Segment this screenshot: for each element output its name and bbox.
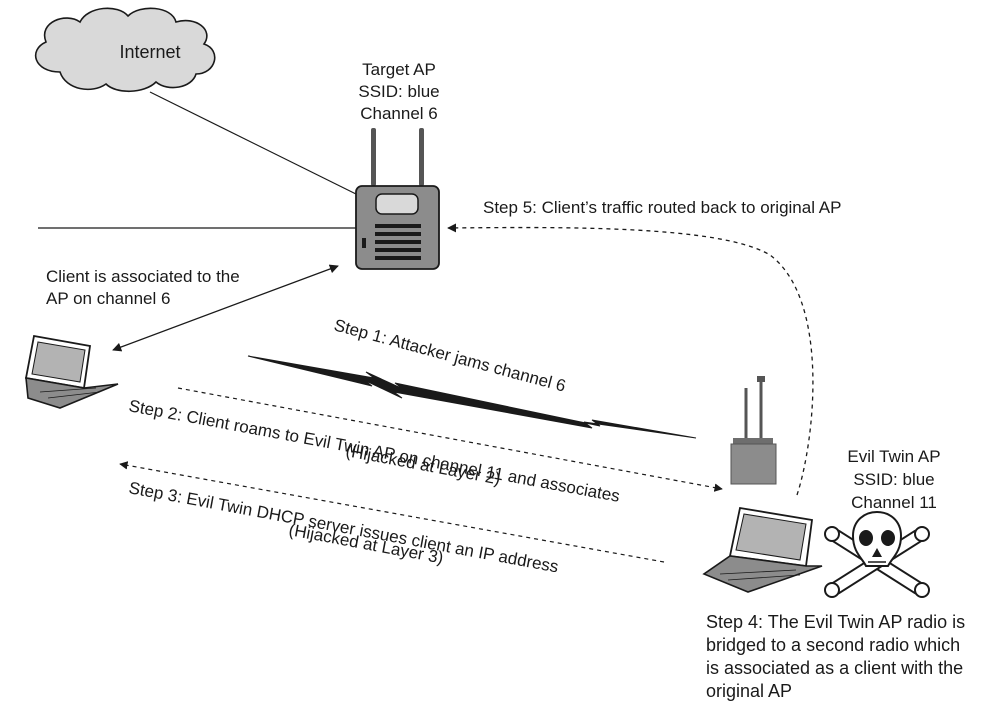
step4-line3: is associated as a client with the bbox=[706, 658, 963, 678]
step2-sublabel: (Hijacked at Layer 2) bbox=[344, 441, 502, 488]
internet-cloud: Internet bbox=[35, 7, 216, 93]
target-ap-name: Target AP bbox=[362, 60, 436, 79]
step4-line4: original AP bbox=[706, 681, 792, 701]
evil-ap-channel: Channel 11 bbox=[851, 493, 937, 512]
internet-link-line bbox=[149, 91, 361, 197]
evil-ap-name: Evil Twin AP bbox=[847, 447, 940, 466]
step5-label: Step 5: Client’s traffic routed back to … bbox=[483, 198, 841, 217]
attacker-laptop-icon bbox=[702, 506, 823, 593]
step4-line1: Step 4: The Evil Twin AP radio is bbox=[706, 612, 965, 632]
evil-ap-ssid: SSID: blue bbox=[853, 470, 934, 489]
step4-line2: bridged to a second radio which bbox=[706, 635, 960, 655]
client-assoc-line1: Client is associated to the bbox=[46, 267, 240, 286]
client-ap-association-arrow bbox=[112, 264, 339, 352]
jamming-bolt bbox=[247, 355, 697, 439]
client-assoc-line2: AP on channel 6 bbox=[46, 289, 170, 308]
target-ap-ssid: SSID: blue bbox=[358, 82, 439, 101]
skull-crossbones-icon bbox=[824, 511, 930, 598]
internet-label: Internet bbox=[119, 42, 180, 62]
evil-twin-ap-icon bbox=[730, 376, 777, 485]
target-ap-router-icon bbox=[355, 128, 440, 270]
client-laptop-icon bbox=[24, 334, 119, 409]
target-ap-channel: Channel 6 bbox=[360, 104, 438, 123]
step3-label: Step 3: Evil Twin DHCP server issues cli… bbox=[127, 478, 560, 576]
